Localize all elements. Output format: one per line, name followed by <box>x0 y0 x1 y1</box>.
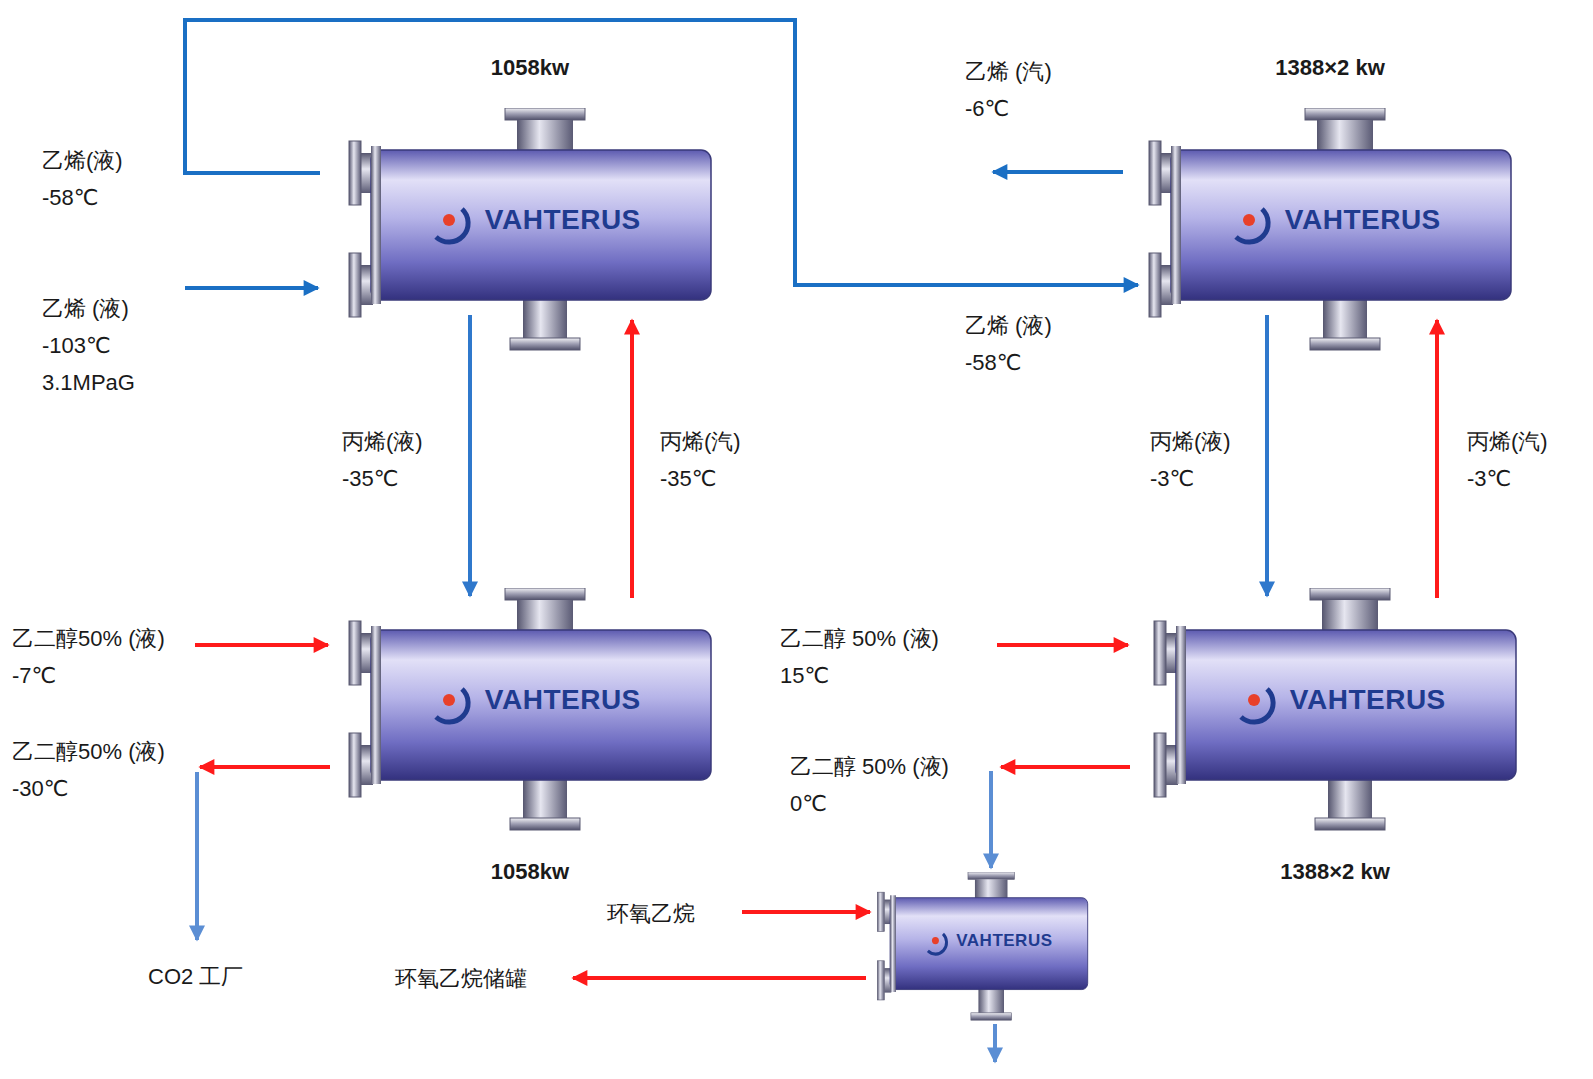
stream-label: 乙二醇50% (液) -7℃ <box>12 620 168 694</box>
stream-label: CO2 工厂 <box>148 958 243 995</box>
brand-logo-text: VAHTERUS <box>956 931 1052 951</box>
brand-logo-text: VAHTERUS <box>485 203 641 237</box>
heat-exchanger: 1058kwVAHTERUS <box>345 108 715 353</box>
brand-logo-text: VAHTERUS <box>485 683 641 717</box>
stream-label: 乙烯 (液) -58℃ <box>965 307 1055 381</box>
connector-line <box>1435 320 1439 598</box>
glycol-inlet-arrow <box>195 643 328 647</box>
stream-label: 乙烯 (液) -103℃ 3.1MPaG <box>42 290 138 401</box>
eo-outlet-arrow <box>573 976 866 980</box>
stream-label: 环氧乙烷储罐 <box>395 960 527 997</box>
heat-exchanger: VAHTERUS1058kw <box>345 588 715 833</box>
stream-label: 丙烯(汽) -35℃ <box>660 423 744 497</box>
connector-line <box>468 315 472 596</box>
heat-exchanger: VAHTERUS <box>875 872 1090 1022</box>
brand-logo-text: VAHTERUS <box>1290 683 1446 717</box>
glycol-inlet-arrow <box>997 643 1128 647</box>
stream-label: 环氧乙烷 <box>607 895 695 932</box>
ethylene-inlet-arrow <box>185 286 318 290</box>
propylene-liquid-line <box>1267 315 1268 596</box>
connector-line <box>989 771 993 868</box>
duty-label: 1058kw <box>491 54 569 82</box>
glycol-return-arrow <box>993 1024 997 1062</box>
heat-exchanger: VAHTERUS1388×2 kw <box>1150 588 1520 833</box>
connector-line <box>1265 315 1269 596</box>
stream-label: 丙烯(液) -3℃ <box>1150 423 1234 497</box>
duty-label: 1388×2 kw <box>1275 54 1384 82</box>
duty-label: 1058kw <box>491 858 569 886</box>
stream-label: 乙二醇50% (液) -30℃ <box>12 733 168 807</box>
glycol-to-co2-arrow <box>195 772 199 940</box>
duty-label: 1388×2 kw <box>1280 858 1389 886</box>
ethylene-vapour-outlet-arrow <box>993 170 1123 174</box>
stream-label: 乙二醇 50% (液) 0℃ <box>790 748 952 822</box>
heat-exchanger: 1388×2 kwVAHTERUS <box>1145 108 1515 353</box>
glycol-line <box>991 767 1130 868</box>
propylene-vapour-line <box>1437 320 1438 598</box>
eo-inlet-arrow <box>742 910 870 914</box>
propylene-vapour-line <box>632 320 633 598</box>
stream-label: 乙烯 (汽) -6℃ <box>965 53 1055 127</box>
connector-line <box>1001 765 1130 769</box>
stream-label: 丙烯(汽) -3℃ <box>1467 423 1551 497</box>
glycol-outlet-arrow <box>200 765 330 769</box>
stream-label: 乙二醇 50% (液) 15℃ <box>780 620 942 694</box>
brand-logo-text: VAHTERUS <box>1285 203 1441 237</box>
connector-line <box>630 320 634 598</box>
stream-label: 丙烯(液) -35℃ <box>342 423 426 497</box>
propylene-liquid-line <box>470 315 471 596</box>
stream-label: 乙烯(液) -58℃ <box>42 142 126 216</box>
